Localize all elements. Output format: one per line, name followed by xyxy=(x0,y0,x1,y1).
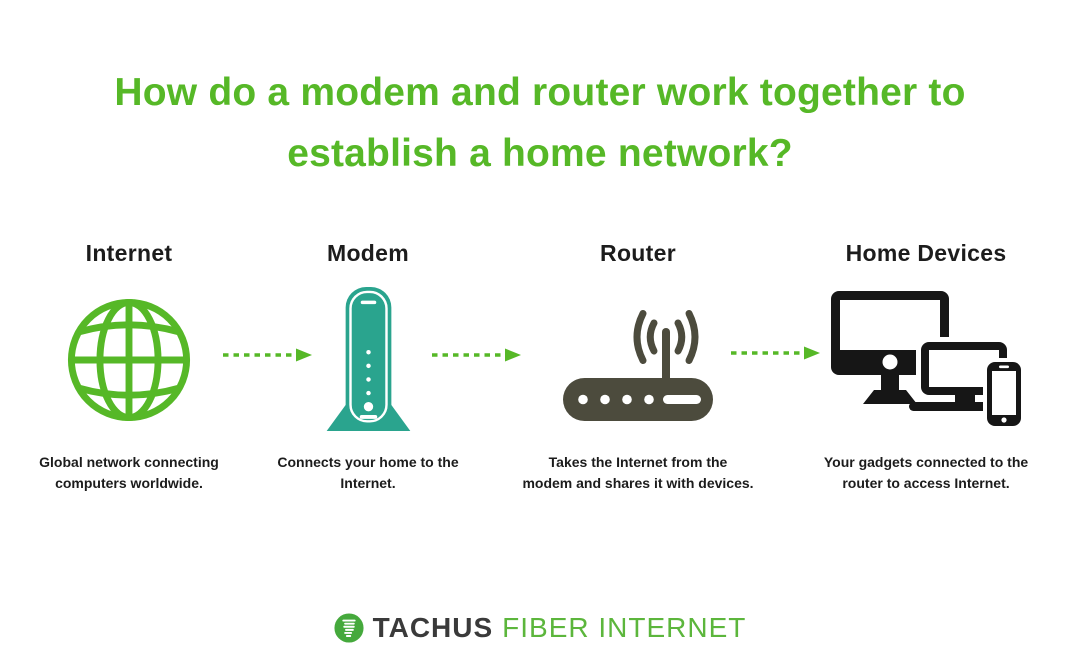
column-home-devices: Home Devices xyxy=(795,240,1057,494)
brand-tagline: FIBER INTERNET xyxy=(502,612,747,643)
internet-description-line-1: Global network connecting xyxy=(39,454,219,470)
router-description: Takes the Internet from the modem and sh… xyxy=(503,452,773,494)
arrow-modem-to-router xyxy=(430,346,522,364)
router-icon xyxy=(563,310,713,421)
page-title: How do a modem and router work together … xyxy=(0,62,1080,184)
modem-label: Modem xyxy=(327,240,409,266)
title-line-1: How do a modem and router work together … xyxy=(114,71,966,114)
title-line-2: establish a home network? xyxy=(287,132,793,175)
tachus-logo-icon xyxy=(334,613,364,643)
column-router: Router Takes the Internet from the modem… xyxy=(503,240,773,494)
home-devices-description-line-2: router to access Internet. xyxy=(842,475,1010,491)
devices-icon xyxy=(830,291,1024,429)
column-internet: Internet Global network connecting compu… xyxy=(9,240,249,494)
footer-brand: TACHUS FIBER INTERNET xyxy=(0,612,1080,644)
modem-description-line-1: Connects your home to the xyxy=(277,454,459,470)
home-devices-description: Your gadgets connected to the router to … xyxy=(795,452,1057,494)
router-description-line-1: Takes the Internet from the xyxy=(548,454,728,470)
modem-description-line-2: Internet. xyxy=(340,475,396,491)
arrow-internet-to-modem xyxy=(221,346,313,364)
modem-icon-box xyxy=(248,274,488,446)
internet-description-line-2: computers worldwide. xyxy=(55,475,203,491)
column-modem: Modem Connects your home to the Internet… xyxy=(248,240,488,494)
internet-label: Internet xyxy=(85,240,173,266)
dashed-arrow-icon xyxy=(223,348,312,362)
internet-description: Global network connecting computers worl… xyxy=(9,452,249,494)
dashed-arrow-icon xyxy=(432,348,521,362)
home-devices-label: Home Devices xyxy=(845,240,1007,266)
modem-icon xyxy=(326,287,410,432)
brand-name: TACHUS xyxy=(372,612,494,643)
router-label: Router xyxy=(600,240,676,266)
home-devices-description-line-1: Your gadgets connected to the xyxy=(823,454,1029,470)
router-icon-box xyxy=(503,274,773,446)
arrow-router-to-devices xyxy=(729,344,821,362)
router-description-line-2: modem and shares it with devices. xyxy=(522,475,754,491)
dashed-arrow-icon xyxy=(731,346,820,360)
internet-icon-box xyxy=(9,274,249,446)
modem-description: Connects your home to the Internet. xyxy=(248,452,488,494)
globe-icon xyxy=(67,298,191,422)
home-devices-icon-box xyxy=(795,274,1057,446)
